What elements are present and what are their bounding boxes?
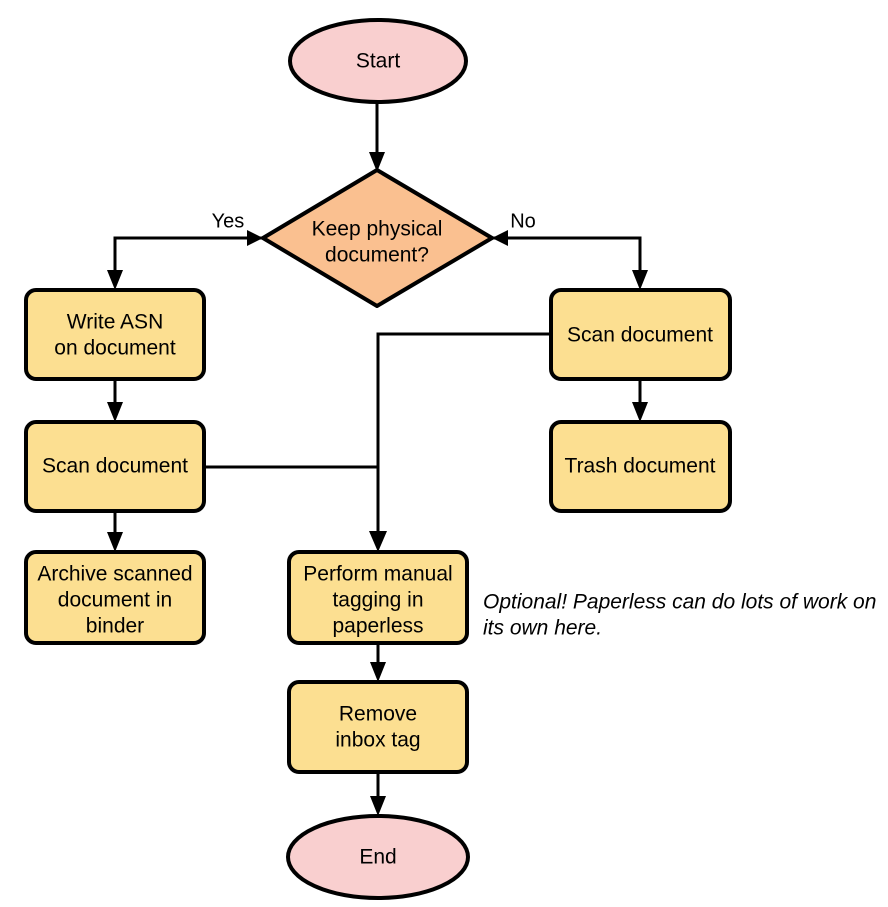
archive-label-line2: document in: [58, 589, 172, 612]
edge-write-asn-to-scan-left: [107, 379, 123, 422]
edge-scan-right-to-manual-tagging: [369, 332, 551, 552]
remove-inbox-tag-box: [287, 680, 469, 774]
decision-diamond: [261, 168, 494, 308]
archive-label-line1: Archive scanned: [37, 563, 192, 586]
edge-scan-left-to-archive: [107, 508, 123, 552]
node-remove-inbox-tag[interactable]: Remove inbox tag: [287, 680, 469, 774]
end-label: End: [359, 846, 396, 869]
optional-note-line2: its own here.: [483, 617, 602, 640]
write-asn-label-line2: on document: [54, 337, 176, 360]
manual-tagging-label-line1: Perform manual: [303, 563, 452, 586]
edge-scan-right-to-trash: [632, 379, 648, 422]
scan-document-left-box: [24, 420, 206, 513]
start-ellipse: [288, 18, 468, 104]
node-scan-document-right[interactable]: Scan document: [549, 288, 732, 381]
edge-decision-yes-to-write-asn: [107, 230, 263, 290]
node-archive-in-binder[interactable]: Archive scanned document in binder: [24, 550, 206, 645]
remove-inbox-label-line1: Remove: [339, 703, 417, 726]
manual-tagging-box: [287, 550, 469, 645]
remove-inbox-label-line2: inbox tag: [335, 729, 420, 752]
write-asn-label-line1: Write ASN: [67, 311, 163, 334]
node-start[interactable]: Start: [288, 18, 468, 104]
edge-manual-tagging-to-remove-inbox: [370, 642, 386, 682]
node-write-asn[interactable]: Write ASN on document: [24, 288, 206, 381]
edge-remove-inbox-to-end: [370, 772, 386, 816]
node-scan-document-left[interactable]: Scan document: [24, 420, 206, 513]
annotation-optional-note: Optional! Paperless can do lots of work …: [483, 591, 876, 640]
start-label: Start: [356, 50, 401, 73]
edge-start-to-decision: [369, 101, 385, 172]
decision-label-line2: document?: [325, 244, 429, 267]
trash-document-box: [549, 420, 732, 513]
write-asn-box: [24, 288, 206, 381]
optional-note-line1: Optional! Paperless can do lots of work …: [483, 591, 876, 614]
manual-tagging-label-line3: paperless: [332, 615, 423, 638]
node-trash-document[interactable]: Trash document: [549, 420, 732, 513]
scan-document-left-label: Scan document: [42, 455, 188, 478]
decision-label-line1: Keep physical: [312, 218, 443, 241]
scan-document-right-label: Scan document: [567, 324, 713, 347]
edge-label-no: No: [510, 210, 536, 232]
node-manual-tagging[interactable]: Perform manual tagging in paperless: [287, 550, 469, 645]
edge-decision-no-to-scan-right: [492, 230, 648, 290]
archive-in-binder-box: [24, 550, 206, 645]
edge-label-yes: Yes: [212, 210, 245, 232]
archive-label-line3: binder: [86, 615, 144, 638]
manual-tagging-label-line2: tagging in: [332, 589, 423, 612]
end-ellipse: [286, 814, 470, 900]
node-keep-physical-document[interactable]: Keep physical document?: [261, 168, 494, 308]
trash-document-label: Trash document: [565, 455, 716, 478]
node-end[interactable]: End: [286, 814, 470, 900]
scan-document-right-box: [549, 288, 732, 381]
